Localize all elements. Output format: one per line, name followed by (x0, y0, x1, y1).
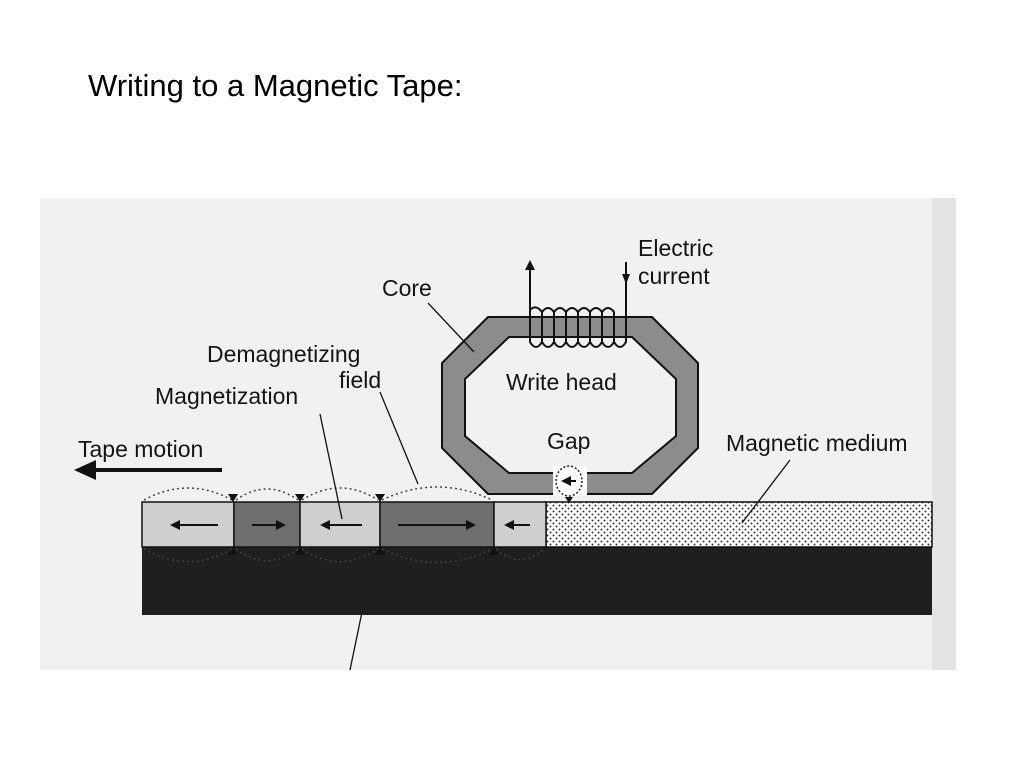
write-head-label: Write head (506, 369, 617, 395)
field-pointer-triangles (228, 494, 499, 555)
tape-motion-label: Tape motion (78, 436, 203, 462)
electric-current-label-line2: current (638, 263, 710, 289)
substrate-leader-line (349, 611, 363, 671)
magnetic-medium-label: Magnetic medium (726, 430, 908, 456)
core-leader-line (427, 302, 475, 353)
write-head-core (441, 316, 699, 495)
tape-motion-arrowhead (74, 460, 96, 480)
tape-substrate (142, 547, 932, 615)
medium-leader-line (741, 459, 791, 524)
demagnetizing-field-label-line2: field (339, 367, 381, 393)
electric-current-label-line1: Electric (638, 235, 713, 261)
demagnetizing-field-label-line1: Demagnetizing (207, 341, 360, 367)
magnetic-medium-layer (545, 501, 933, 548)
demagnetizing-leader-line (379, 391, 419, 485)
magnetization-leader-line (319, 413, 343, 520)
magnetization-label: Magnetization (155, 383, 298, 409)
gap-field-loop (555, 465, 583, 497)
gap-pointer-triangle (565, 497, 573, 503)
coil (529, 306, 627, 348)
core-label: Core (382, 275, 432, 301)
slide-title: Writing to a Magnetic Tape: (88, 68, 463, 103)
photo-right-margin (932, 198, 956, 670)
gap-label: Gap (547, 428, 590, 454)
demagnetizing-field-lines (143, 486, 545, 564)
current-in-arrowhead (622, 274, 630, 284)
leader-lines (319, 302, 791, 671)
